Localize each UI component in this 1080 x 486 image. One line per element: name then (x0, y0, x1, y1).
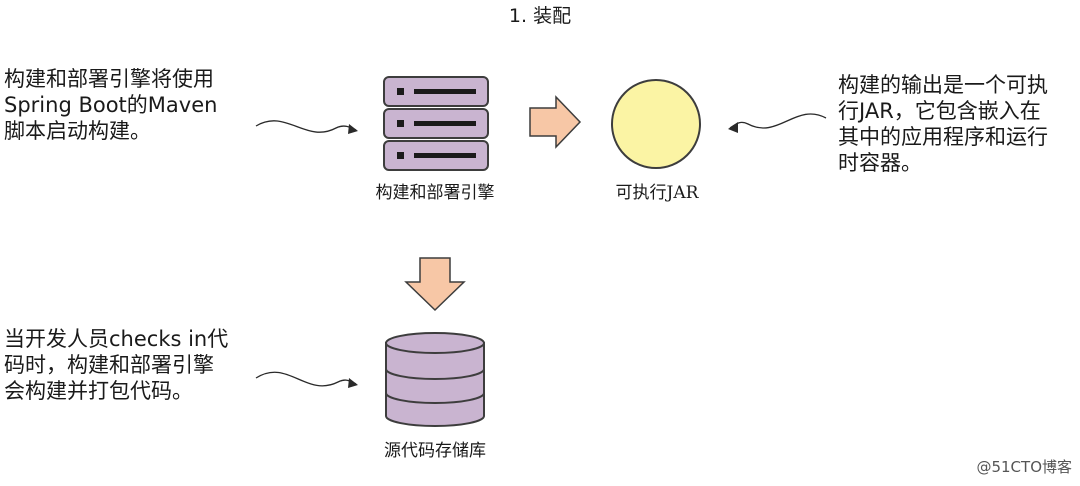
watermark: @51CTO博客 (976, 458, 1072, 476)
pointer-arrow (728, 113, 827, 133)
right-arrow-icon (529, 95, 582, 149)
down-arrow-icon (404, 257, 466, 312)
server-unit (383, 108, 489, 139)
repo-label: 源代码存储库 (384, 441, 486, 461)
server-unit (383, 76, 489, 107)
server-unit (383, 140, 489, 171)
jar-label: 可执行JAR (615, 183, 699, 203)
server-stack-icon (383, 76, 489, 171)
engine-label: 构建和部署引擎 (375, 183, 495, 203)
engine-description-note: 构建和部署引擎将使用 Spring Boot的Maven 脚本启动构建。 (4, 67, 218, 143)
pointer-arrow (255, 120, 358, 134)
jar-description-note: 构建的输出是一个可执 行JAR，它包含嵌入在 其中的应用程序和运行 时容器。 (838, 73, 1048, 175)
diagram-title: 1. 装配 (508, 5, 572, 27)
repo-description-note: 当开发人员checks in代 码时，构建和部署引擎 会构建并打包代码。 (4, 327, 229, 403)
database-icon (385, 332, 485, 427)
jar-circle-icon (611, 79, 701, 169)
pointer-arrow (255, 371, 358, 388)
